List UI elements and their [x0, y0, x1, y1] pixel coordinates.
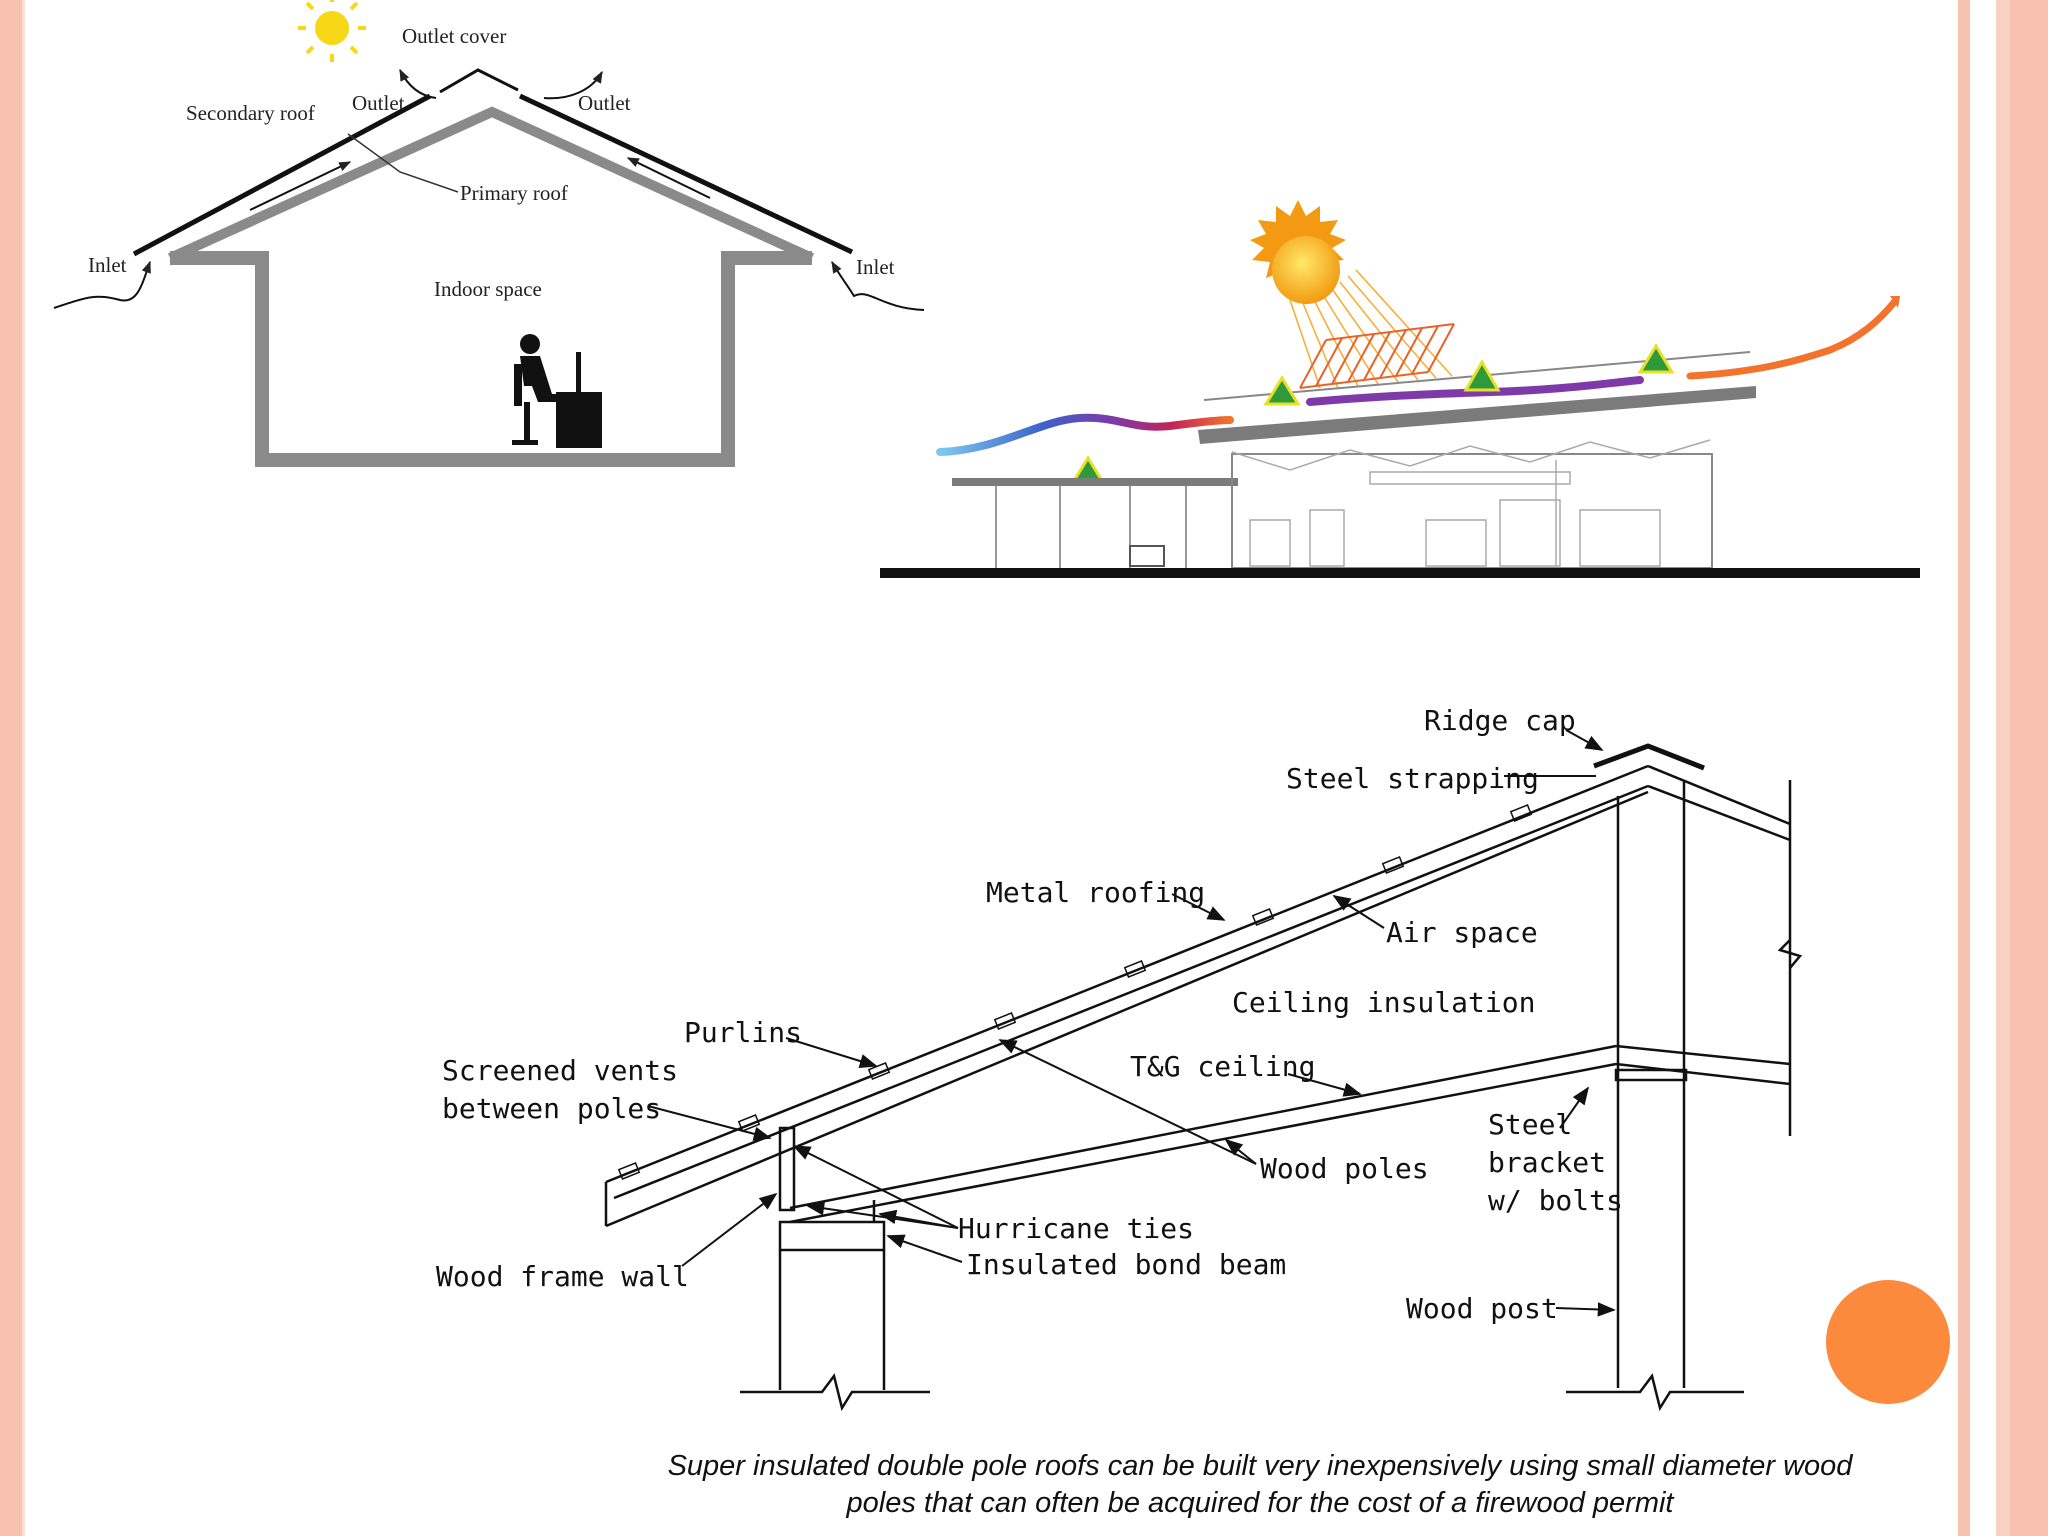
outlet-arrow-left	[399, 68, 437, 99]
outlet-arrow-right	[543, 70, 603, 100]
wood-frame-wall-label: Wood frame wall	[436, 1260, 689, 1293]
caption-line-1: Super insulated double pole roofs can be…	[667, 1450, 1853, 1482]
post-break-line	[1566, 1373, 1744, 1412]
right-border-gap	[1970, 0, 1996, 1536]
purlin-markers	[617, 804, 1533, 1180]
orange-circle-decoration	[1826, 1280, 1950, 1404]
green-energy-icon	[1069, 343, 1675, 486]
building-outline	[1231, 453, 1713, 569]
airflow-arrow-exit	[1686, 296, 1900, 380]
inlet-arrow-right	[831, 260, 925, 311]
insulated-bond-beam	[778, 1220, 886, 1252]
caption-line-2: poles that can often be acquired for the…	[846, 1487, 1674, 1519]
inlet-left-label: Inlet	[88, 253, 127, 277]
leader-arrows	[647, 729, 1616, 1317]
airflow-arrow-right	[626, 157, 711, 199]
person-at-desk-icon	[512, 334, 602, 448]
ridge-cap	[1593, 743, 1705, 771]
outlet-left-label: Outlet	[352, 91, 405, 115]
secondary-roof	[132, 93, 854, 257]
slide-caption: Super insulated double pole roofs can be…	[560, 1448, 1960, 1522]
wall-break-line	[740, 1373, 930, 1412]
station-elevation-diagram	[880, 200, 1920, 578]
canopy-columns	[995, 486, 1187, 570]
ridge-cap-label: Ridge cap	[1424, 704, 1576, 737]
sun-icon	[298, 0, 366, 62]
inlet-arrow-left	[53, 260, 151, 309]
main-roof	[1198, 386, 1756, 444]
primary-roof-label: Primary roof	[460, 181, 568, 205]
ground-line	[880, 568, 1920, 578]
insulated-bond-beam-label: Insulated bond beam	[966, 1248, 1286, 1281]
outlet-cover	[439, 68, 519, 94]
steel-bracket-label-line3: w/ bolts	[1488, 1184, 1623, 1217]
outlet-cover-label: Outlet cover	[402, 24, 506, 48]
metal-roofing-label: Metal roofing	[986, 876, 1205, 909]
tg-ceiling-line	[789, 1044, 1617, 1210]
sun-icon	[1250, 200, 1453, 389]
right-border-stripe-outer	[2010, 0, 2048, 1536]
roof-detail-labels: Ridge cap Steel strapping Metal roofing …	[436, 704, 1623, 1325]
right-border-stripe-light	[1996, 0, 2010, 1536]
primary-roof-leader	[347, 133, 459, 193]
house-section-diagram: Outlet cover Outlet Outlet Secondary roo…	[53, 0, 925, 467]
wood-post-label: Wood post	[1406, 1292, 1558, 1325]
left-border-stripe	[0, 0, 22, 1536]
car-icon	[1129, 545, 1165, 567]
roof-detail-diagram	[604, 729, 1803, 1412]
steel-strapping-label: Steel strapping	[1286, 762, 1539, 795]
tg-ceiling-label: T&G ceiling	[1130, 1050, 1315, 1083]
ceiling-insulation-label: Ceiling insulation	[1232, 986, 1535, 1019]
right-border-stripe	[1958, 0, 1970, 1536]
wood-poles-label: Wood poles	[1260, 1152, 1429, 1185]
inlet-right-label: Inlet	[856, 255, 895, 279]
primary-roof	[167, 106, 815, 263]
left-border-inner-stripe	[22, 0, 25, 1536]
steel-bracket-label-line1: Steel	[1488, 1108, 1572, 1141]
hurricane-ties-label: Hurricane ties	[958, 1212, 1194, 1245]
purlins-label: Purlins	[684, 1016, 802, 1049]
secondary-roof-label: Secondary roof	[186, 101, 315, 125]
screened-vents-label-line1: Screened vents	[442, 1054, 678, 1087]
steel-bracket	[1614, 1068, 1688, 1082]
fuel-canopy-roof	[952, 478, 1238, 486]
airflow-arrow-icon	[936, 413, 1234, 456]
building-details	[1231, 439, 1711, 567]
outlet-right-label: Outlet	[578, 91, 631, 115]
steel-bracket-label-line2: bracket	[1488, 1146, 1606, 1179]
indoor-space-label: Indoor space	[434, 277, 542, 301]
airflow-arrow-left	[249, 161, 352, 211]
air-space-label: Air space	[1386, 916, 1538, 949]
wood-frame-wall	[778, 1126, 796, 1212]
airflow-arrow-head	[1890, 296, 1900, 308]
solar-panel-icon	[1299, 323, 1455, 389]
airflow-arrow-mid	[1306, 376, 1644, 406]
screened-vents-label-line2: between poles	[442, 1092, 661, 1125]
house-walls	[170, 251, 812, 467]
purlin-line	[613, 784, 1649, 1200]
